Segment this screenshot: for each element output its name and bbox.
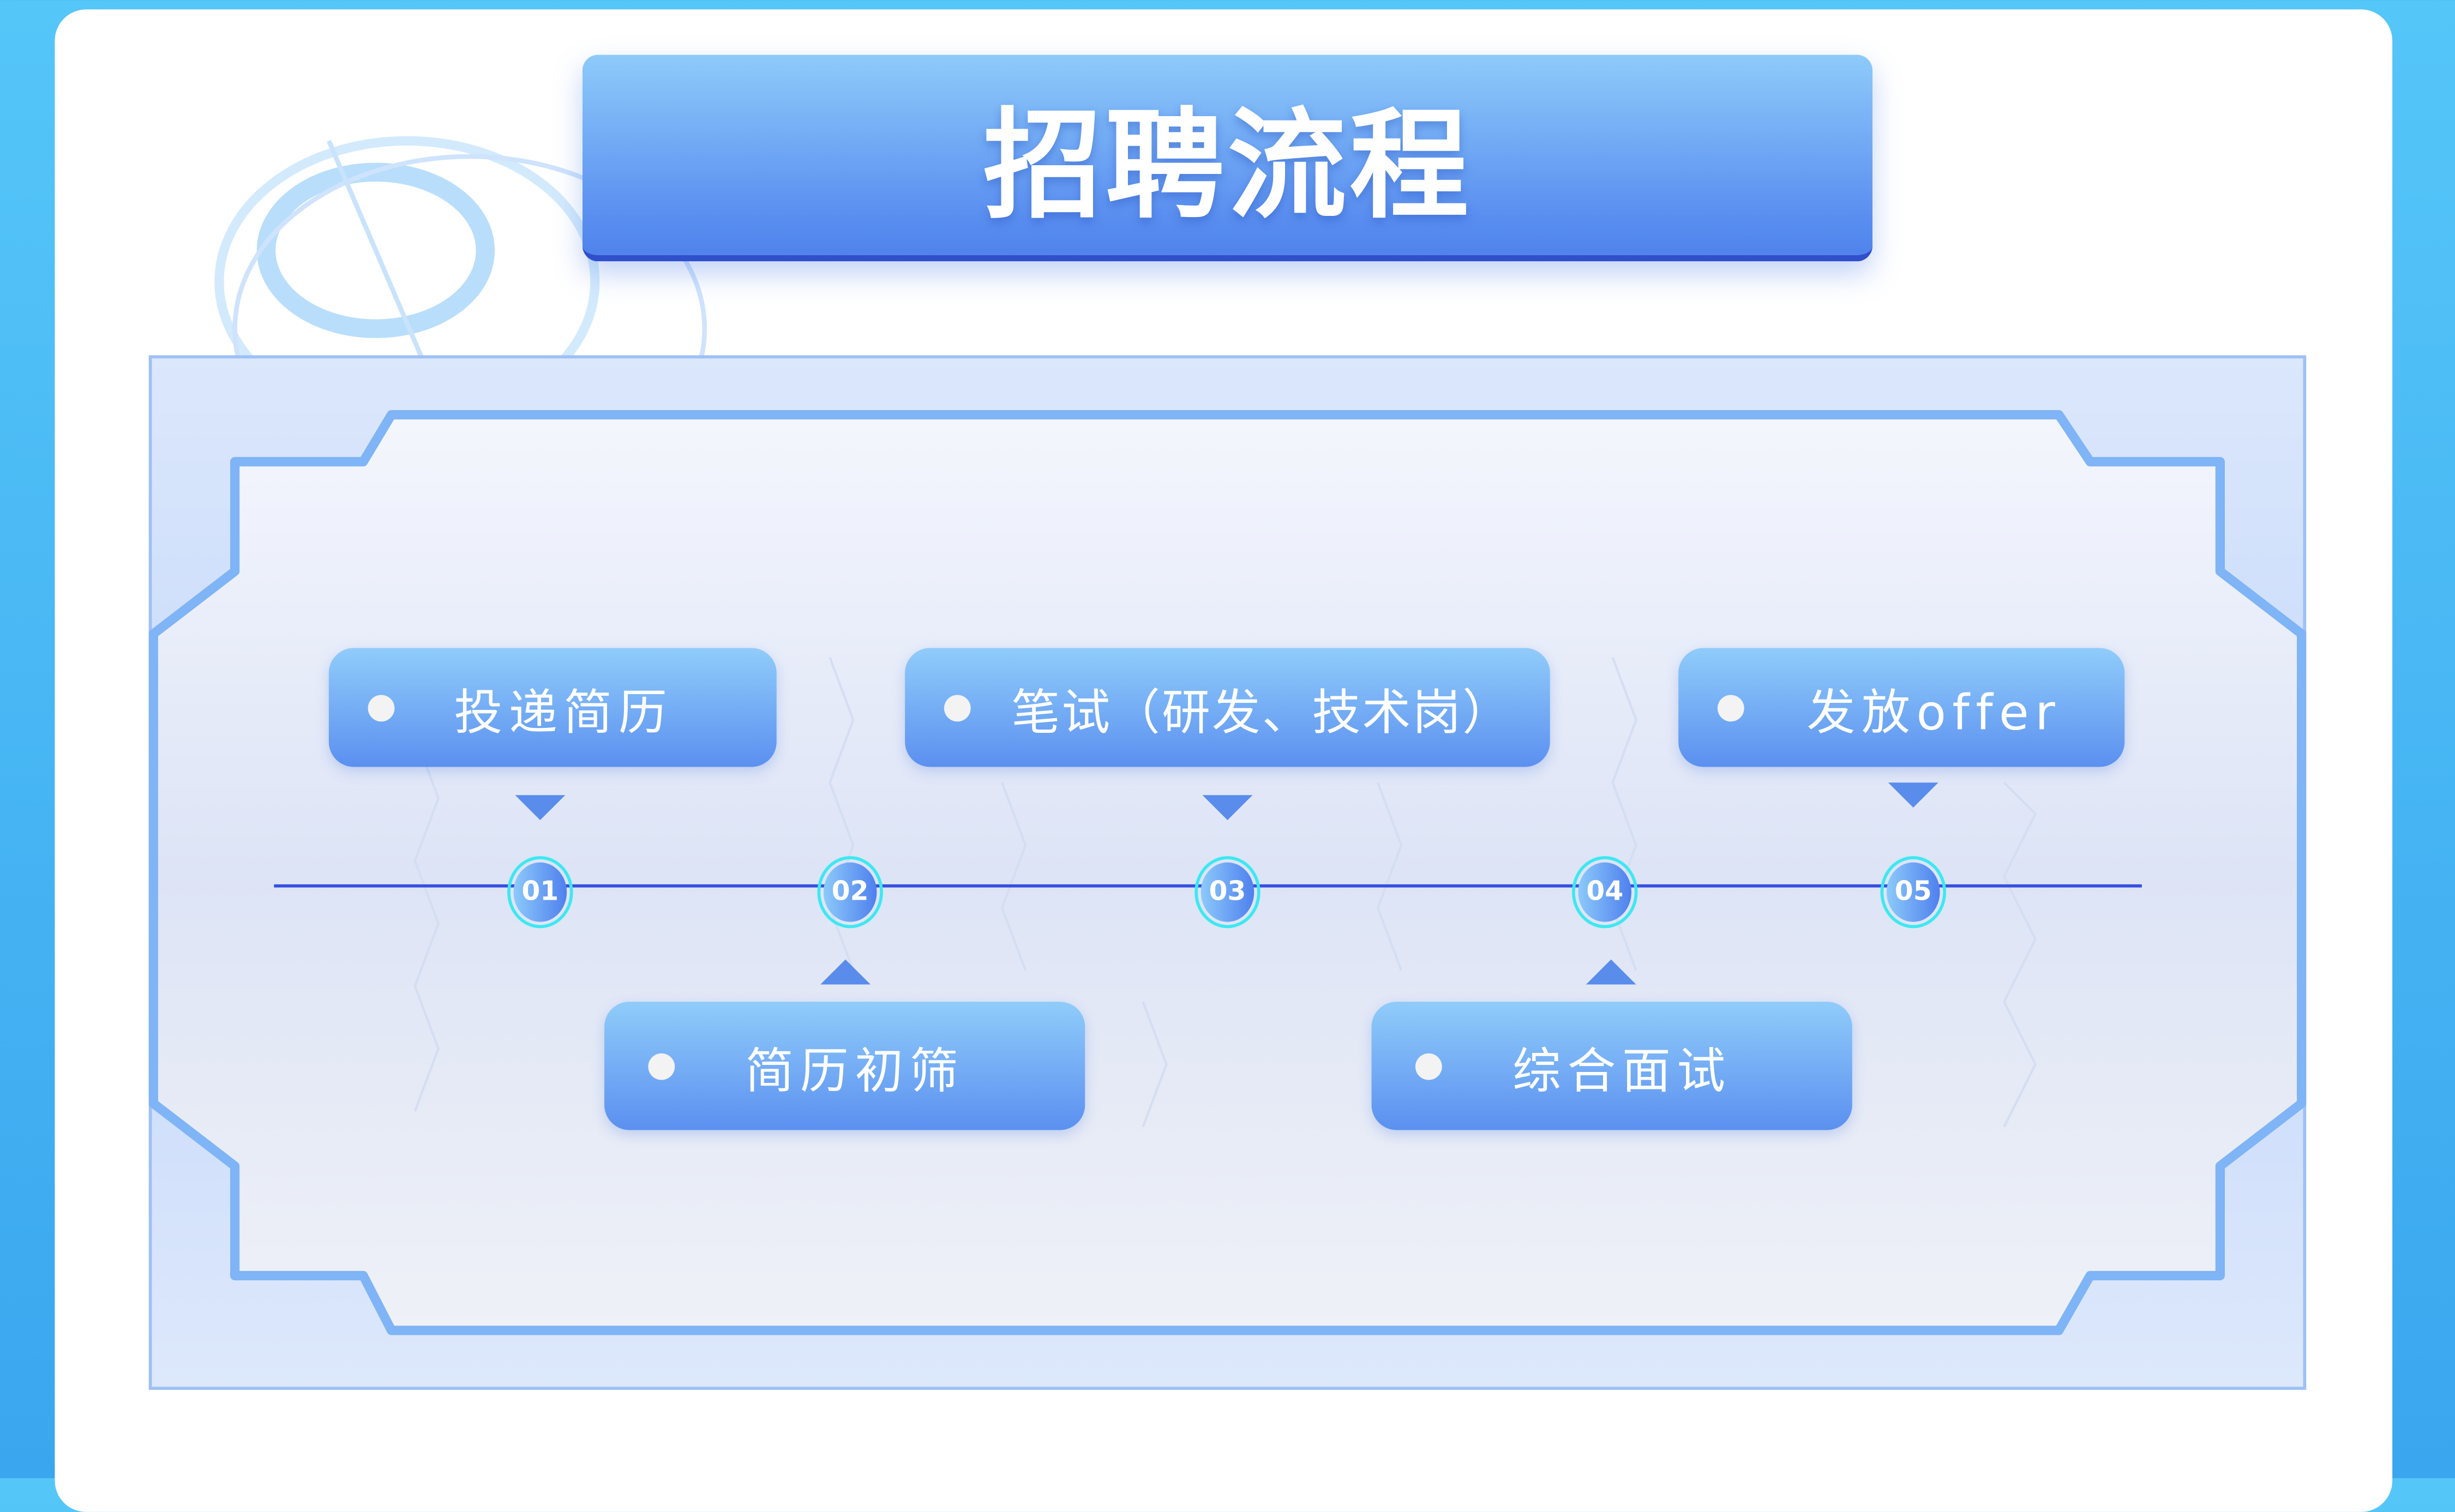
decorative-rings-icon bbox=[214, 136, 707, 360]
bullet-icon bbox=[944, 694, 971, 721]
node-number: 01 bbox=[513, 862, 567, 922]
node-number: 04 bbox=[1578, 862, 1632, 922]
node-number: 02 bbox=[823, 862, 877, 922]
bullet-icon bbox=[368, 694, 395, 721]
step-node-05: 05 bbox=[1880, 856, 1947, 929]
step-label: 笔试（研发、技术岗） bbox=[1011, 684, 1512, 742]
bullet-icon bbox=[1415, 1052, 1442, 1080]
step-node-04: 04 bbox=[1571, 856, 1638, 929]
arrow-down-icon bbox=[515, 795, 566, 821]
recruitment-process-diagram: 招聘流程 投递简历 笔试（研发、技术岗） 发放offer bbox=[148, 55, 2307, 1390]
node-number: 05 bbox=[1886, 862, 1940, 922]
arrow-up-icon bbox=[820, 959, 871, 985]
arrow-down-icon bbox=[1202, 795, 1253, 821]
step-box-written-test: 笔试（研发、技术岗） bbox=[905, 648, 1550, 767]
bullet-icon bbox=[648, 1052, 675, 1080]
step-box-interview: 综合面试 bbox=[1371, 1002, 1852, 1130]
step-label: 综合面试 bbox=[1512, 1043, 1732, 1100]
step-box-submit-resume: 投递简历 bbox=[328, 648, 777, 767]
step-node-03: 03 bbox=[1195, 856, 1260, 929]
arrow-down-icon bbox=[1888, 782, 1938, 808]
step-node-02: 02 bbox=[817, 856, 883, 929]
bullet-icon bbox=[1717, 694, 1744, 721]
step-node-01: 01 bbox=[507, 856, 573, 929]
step-box-offer: 发放offer bbox=[1678, 648, 2125, 767]
title-banner: 招聘流程 bbox=[582, 55, 1873, 262]
step-box-resume-screening: 简历初筛 bbox=[604, 1002, 1085, 1130]
step-label: 投递简历 bbox=[454, 684, 674, 742]
step-label: 发放offer bbox=[1806, 684, 2062, 742]
page-title: 招聘流程 bbox=[983, 95, 1472, 235]
arrow-up-icon bbox=[1586, 959, 1636, 985]
step-label: 简历初筛 bbox=[745, 1043, 965, 1100]
node-number: 03 bbox=[1201, 862, 1254, 922]
